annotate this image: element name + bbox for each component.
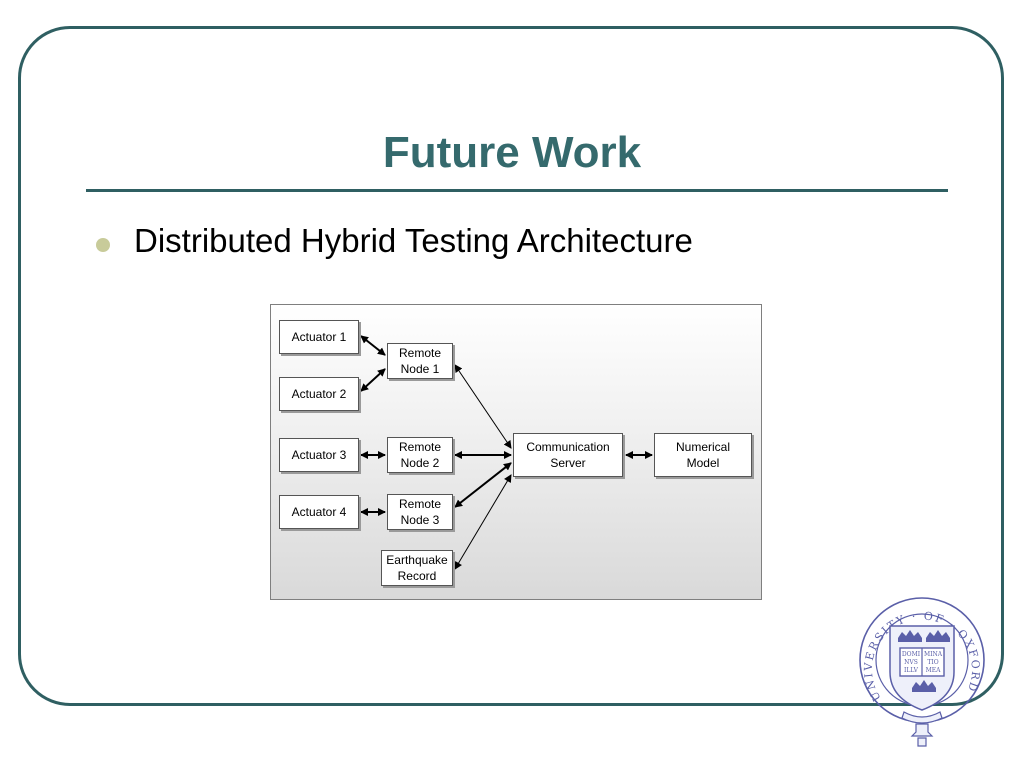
edge-earthquake-server [454, 474, 512, 570]
slide-frame [18, 26, 1004, 706]
node-earthquake-record: Earthquake Record [381, 550, 453, 586]
node-communication-server: Communication Server [513, 433, 623, 477]
svg-text:MINA: MINA [924, 651, 943, 658]
node-actuator-2: Actuator 2 [279, 377, 359, 411]
svg-text:ILLV: ILLV [904, 667, 919, 674]
edge-remote1-server [454, 364, 512, 449]
node-remote-3: Remote Node 3 [387, 494, 453, 530]
edge-actuator2-remote1 [360, 368, 386, 392]
node-actuator-4: Actuator 4 [279, 495, 359, 529]
node-numerical-model: Numerical Model [654, 433, 752, 477]
edge-remote3-server [454, 462, 512, 508]
svg-text:DOMI: DOMI [902, 651, 921, 658]
diagram-connectors [360, 335, 653, 570]
svg-text:MEA: MEA [926, 667, 942, 674]
bullet-text: Distributed Hybrid Testing Architecture [134, 222, 693, 259]
node-actuator-3: Actuator 3 [279, 438, 359, 472]
node-remote-1: Remote Node 1 [387, 343, 453, 379]
edge-actuator1-remote1 [360, 335, 386, 356]
svg-text:NVS: NVS [904, 659, 918, 666]
node-actuator-1: Actuator 1 [279, 320, 359, 354]
slide-title: Future Work [382, 128, 642, 177]
architecture-diagram: Actuator 1 Actuator 2 Actuator 3 Actuato… [270, 304, 762, 600]
title-underline [86, 189, 948, 192]
svg-text:TIO: TIO [927, 659, 938, 666]
bullet-point-icon [96, 238, 110, 252]
node-remote-2: Remote Node 2 [387, 437, 453, 473]
